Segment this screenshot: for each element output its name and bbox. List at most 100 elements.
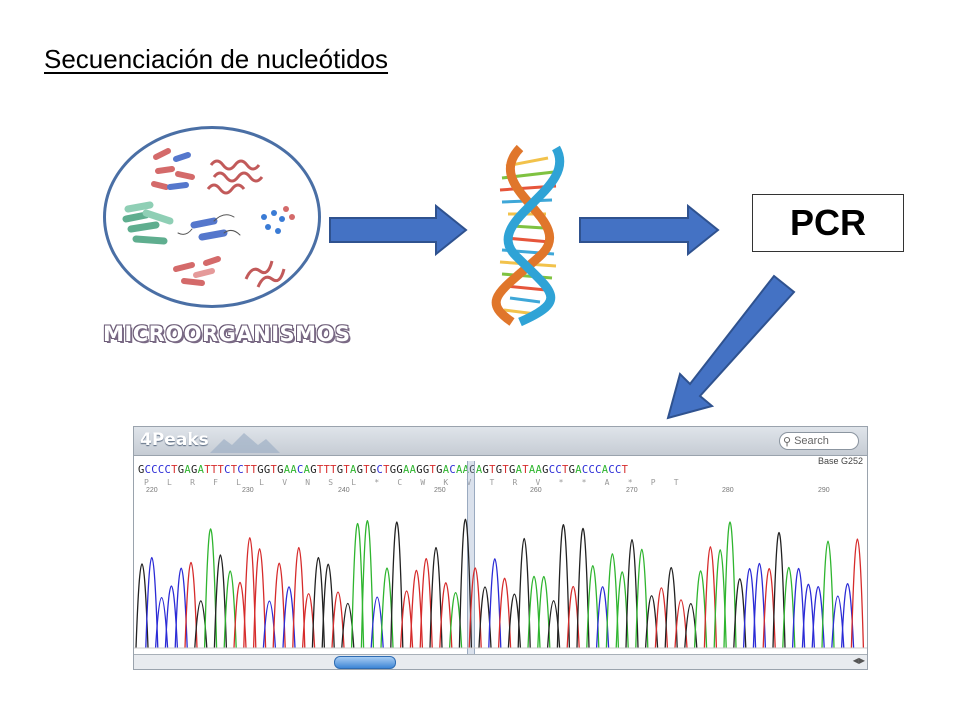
chromatogram-peak <box>635 548 649 649</box>
sequence-base: C <box>449 464 456 476</box>
position-label: 260 <box>530 487 542 494</box>
sequence-base: A <box>350 464 357 476</box>
chromatogram-peak <box>145 556 159 649</box>
sequence-base: C <box>588 464 596 476</box>
arrow-1 <box>329 203 468 257</box>
microorganisms-label: MICROORGANISMOS <box>103 322 351 346</box>
sequence-base: T <box>330 464 337 476</box>
mountain-logo-icon <box>210 433 280 453</box>
sequence-base: A <box>197 464 205 476</box>
position-label: 240 <box>338 487 350 494</box>
chromatogram-peak <box>586 565 600 649</box>
sequence-base: G <box>336 464 344 476</box>
sequence-row: GCCCCTGAGATTTCTCTTGGTGAACAGTTTGTAGTGCTGG… <box>138 464 628 476</box>
chromatogram-peak <box>772 531 786 649</box>
sequence-base: A <box>462 464 470 476</box>
chromatogram-peak <box>252 548 267 649</box>
position-label: 220 <box>146 487 158 494</box>
sequence-base: G <box>542 464 549 476</box>
sequence-base: G <box>277 464 284 476</box>
chromatogram-window: 4Peaks ⚲ Search Base G252 GCCCCTGAGATTTC… <box>133 426 868 670</box>
bacteria-cluster-icon <box>122 148 295 288</box>
chromatogram-peak <box>488 558 502 649</box>
position-label: 290 <box>818 487 830 494</box>
position-label: 270 <box>626 487 638 494</box>
base-cursor[interactable] <box>467 461 475 655</box>
sequence-base: C <box>164 464 172 476</box>
arrow-3 <box>666 274 796 420</box>
scroll-arrows-icon[interactable]: ◀▶ <box>852 656 865 665</box>
sequence-base: A <box>575 464 582 476</box>
chromatogram-peak <box>458 519 473 649</box>
sequence-base: C <box>237 464 244 476</box>
chromatogram-peak <box>791 568 806 649</box>
sequence-base: T <box>383 464 390 476</box>
chromatogram-peak <box>752 562 767 649</box>
chromatogram-peak <box>664 567 678 649</box>
horizontal-scrollbar[interactable]: ◀▶ <box>134 654 867 669</box>
chromatogram-peak <box>517 537 531 649</box>
chromatogram-peak <box>184 561 198 649</box>
sequence-base: A <box>409 464 417 476</box>
search-input[interactable]: ⚲ Search <box>779 432 859 450</box>
sequence-base: T <box>489 464 496 476</box>
sequence-base: G <box>177 464 185 476</box>
sequence-base: A <box>303 464 311 476</box>
sequence-base: C <box>144 464 152 476</box>
chromatogram-peak <box>223 570 237 649</box>
sequence-base: C <box>581 464 589 476</box>
chromatogram-peak <box>703 546 718 649</box>
chromatogram-trace <box>134 519 867 649</box>
sequence-base: T <box>522 464 529 476</box>
chromatogram-peak <box>350 523 365 649</box>
sequence-base: T <box>230 464 238 476</box>
sequence-base: T <box>429 464 437 476</box>
sequence-base: T <box>621 464 629 476</box>
position-label: 230 <box>242 487 254 494</box>
chromatogram-peak <box>243 537 257 649</box>
chromatogram-peak <box>311 556 326 649</box>
sequence-base: G <box>263 464 271 476</box>
sequence-base: G <box>436 464 443 476</box>
chromatogram-peak <box>360 520 375 649</box>
sequence-base: G <box>138 464 145 476</box>
chromatogram-peak <box>390 521 404 649</box>
sequence-base: G <box>396 464 403 476</box>
sequence-base: C <box>595 464 602 476</box>
scrollbar-thumb[interactable] <box>334 656 396 669</box>
sequence-base: A <box>283 464 291 476</box>
chromatogram-peak <box>203 528 218 649</box>
sequence-base: C <box>224 464 231 476</box>
chromatogram-peak <box>272 562 286 649</box>
chromatogram-peak <box>821 540 835 649</box>
sequence-base: T <box>316 464 324 476</box>
sequence-base: A <box>601 464 609 476</box>
sequence-base: G <box>568 464 576 476</box>
sequence-base: A <box>515 464 523 476</box>
sequence-base: A <box>442 464 450 476</box>
search-icon: ⚲ <box>783 435 792 448</box>
chromatogram-peak <box>801 583 816 649</box>
chromatogram-peak <box>723 521 737 649</box>
chromatogram-peak <box>527 575 541 649</box>
chromatogram-peak <box>537 575 551 649</box>
chromatogram-peak <box>605 553 620 649</box>
microorganisms-circle <box>103 126 321 308</box>
sequence-base: G <box>469 464 476 476</box>
sequence-base: C <box>555 464 562 476</box>
arrow-2 <box>579 203 720 257</box>
chromatogram-peak <box>429 547 443 649</box>
chromatogram-peak <box>321 563 335 649</box>
sequence-base: G <box>257 464 264 476</box>
sequence-base: A <box>290 464 297 476</box>
sequence-base: T <box>323 464 331 476</box>
sequence-base: G <box>389 464 397 476</box>
sequence-base: A <box>184 464 191 476</box>
page-title: Secuenciación de nucleótidos <box>44 44 389 74</box>
chromatogram-peak <box>292 547 306 649</box>
sequence-base: A <box>535 464 543 476</box>
sequence-base: T <box>363 464 370 476</box>
sequence-base: G <box>509 464 516 476</box>
chromatogram-peak <box>850 538 865 649</box>
